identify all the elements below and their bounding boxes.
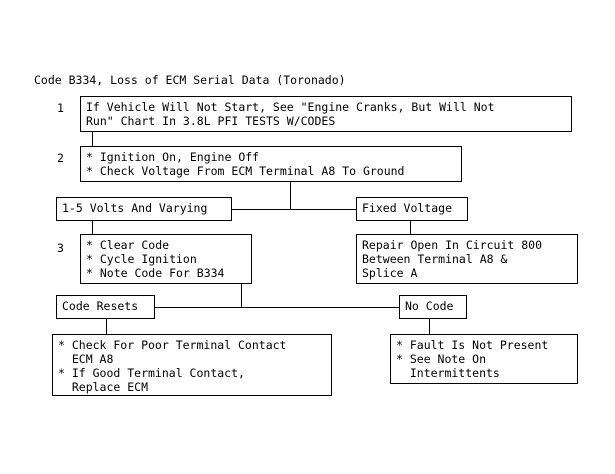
step-number-3: 3 (57, 241, 64, 255)
node-step2: * Ignition On, Engine Off * Check Voltag… (80, 146, 462, 182)
edge-nocode-action (429, 319, 430, 334)
node-action-contact: * Check For Poor Terminal Contact ECM A8… (52, 334, 332, 396)
page-title: Code B334, Loss of ECM Serial Data (Toro… (34, 73, 346, 87)
node-step3-text: * Clear Code * Cycle Ignition * Note Cod… (86, 238, 225, 280)
node-step1-text: If Vehicle Will Not Start, See "Engine C… (86, 100, 495, 128)
node-step2-text: * Ignition On, Engine Off * Check Voltag… (86, 150, 405, 178)
node-repair-open: Repair Open In Circuit 800 Between Termi… (356, 234, 578, 284)
node-step3: * Clear Code * Cycle Ignition * Note Cod… (80, 234, 252, 284)
edge-fixed-repair (410, 221, 411, 234)
node-code-resets-text: Code Resets (62, 299, 139, 313)
node-action-intermittent: * Fault Is Not Present * See Note On Int… (390, 334, 578, 384)
node-no-code: No Code (399, 295, 467, 319)
node-repair-open-text: Repair Open In Circuit 800 Between Termi… (362, 238, 543, 280)
edge-result-bar (154, 307, 400, 308)
edge-step2-branchbar (290, 182, 291, 209)
node-branch-varying: 1-5 Volts And Varying (56, 197, 232, 221)
node-branch-fixed: Fixed Voltage (356, 197, 468, 221)
node-branch-varying-text: 1-5 Volts And Varying (62, 201, 208, 215)
edge-step1-step2 (92, 132, 93, 146)
node-code-resets: Code Resets (56, 295, 155, 319)
edge-coderesets-action (106, 319, 107, 334)
step-number-2: 2 (57, 151, 64, 165)
node-action-intermittent-text: * Fault Is Not Present * See Note On Int… (396, 338, 549, 380)
edge-step3-resultbar (241, 284, 242, 307)
node-branch-fixed-text: Fixed Voltage (362, 201, 453, 215)
node-no-code-text: No Code (405, 299, 454, 313)
node-step1: If Vehicle Will Not Start, See "Engine C… (80, 96, 572, 132)
edge-branch-bar (231, 209, 460, 210)
edge-varying-step3 (92, 221, 93, 234)
node-action-contact-text: * Check For Poor Terminal Contact ECM A8… (58, 338, 287, 394)
step-number-1: 1 (57, 101, 64, 115)
